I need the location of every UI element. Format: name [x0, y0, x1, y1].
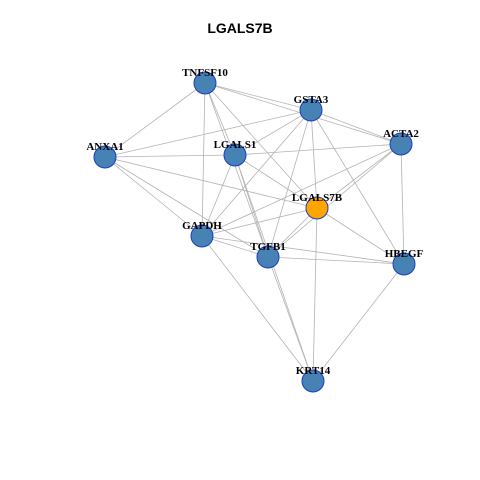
edge-gapdh-tgfb1	[201, 235, 269, 258]
node-tnfsf10: TNFSF10	[182, 67, 228, 95]
edge-tnfsf10-lgals1	[204, 82, 236, 156]
edge-lgals7b-tgfb1	[267, 207, 318, 258]
node-anxa1: ANXA1	[86, 141, 124, 169]
node-label-gapdh: GAPDH	[182, 220, 222, 232]
edge-acta2-hbegf	[400, 143, 405, 265]
edge-tnfsf10-anxa1	[104, 82, 206, 158]
edge-layer	[104, 82, 405, 382]
diagram-title: LGALS7B	[207, 20, 273, 36]
node-gapdh: GAPDH	[182, 220, 222, 248]
node-acta2: ACTA2	[383, 128, 419, 156]
edge-gapdh-krt14	[201, 235, 314, 382]
edge-gsta3-lgals7b	[310, 109, 318, 209]
node-tgfb1: TGFB1	[250, 241, 286, 269]
edge-lgals1-lgals7b	[234, 154, 318, 209]
node-label-anxa1: ANXA1	[86, 141, 123, 153]
edge-acta2-lgals1	[234, 143, 402, 156]
node-circle-tnfsf10	[193, 71, 217, 95]
edge-tnfsf10-gapdh	[201, 82, 206, 237]
node-circle-tgfb1	[256, 245, 280, 269]
node-label-lgals1: LGALS1	[214, 139, 257, 151]
edge-lgals1-krt14	[234, 154, 314, 382]
node-lgals7b: LGALS7B	[292, 192, 343, 220]
node-label-tgfb1: TGFB1	[250, 241, 285, 253]
edge-anxa1-lgals1	[104, 154, 236, 158]
edge-acta2-gapdh	[201, 143, 402, 237]
edge-anxa1-gapdh	[104, 156, 203, 237]
node-circle-lgals7b	[305, 196, 329, 220]
edge-gsta3-acta2	[310, 109, 402, 145]
node-circle-gapdh	[190, 224, 214, 248]
edge-tgfb1-krt14	[267, 256, 314, 382]
node-krt14: KRT14	[296, 365, 331, 393]
edge-tgfb1-hbegf	[267, 256, 405, 265]
edge-lgals7b-gapdh	[201, 207, 318, 237]
node-circle-anxa1	[93, 145, 117, 169]
edge-tnfsf10-gsta3	[204, 82, 312, 111]
node-gsta3: GSTA3	[294, 94, 329, 122]
node-circle-acta2	[389, 132, 413, 156]
node-label-krt14: KRT14	[296, 365, 331, 377]
edge-lgals1-gapdh	[201, 154, 236, 237]
node-hbegf: HBEGF	[385, 248, 424, 276]
edge-anxa1-lgals7b	[104, 156, 318, 209]
node-label-lgals7b: LGALS7B	[292, 192, 343, 204]
edge-gsta3-anxa1	[104, 109, 312, 158]
node-circle-lgals1	[223, 143, 247, 167]
node-label-gsta3: GSTA3	[294, 94, 329, 106]
edge-tnfsf10-tgfb1	[204, 82, 269, 258]
edge-hbegf-krt14	[312, 263, 405, 382]
edge-lgals7b-hbegf	[316, 207, 405, 265]
node-circle-gsta3	[299, 98, 323, 122]
edge-lgals7b-krt14	[312, 207, 318, 382]
node-label-hbegf: HBEGF	[385, 248, 424, 260]
node-circle-krt14	[301, 369, 325, 393]
edge-tnfsf10-lgals7b	[204, 82, 318, 209]
node-label-tnfsf10: TNFSF10	[182, 67, 228, 79]
node-label-acta2: ACTA2	[383, 128, 419, 140]
node-lgals1: LGALS1	[214, 139, 257, 167]
edge-gsta3-lgals1	[234, 109, 312, 156]
edge-anxa1-tgfb1	[104, 156, 269, 258]
node-circle-hbegf	[392, 252, 416, 276]
edge-gsta3-gapdh	[201, 109, 312, 237]
edge-gsta3-hbegf	[310, 109, 405, 265]
edge-gapdh-hbegf	[201, 235, 405, 265]
edge-acta2-lgals7b	[316, 143, 402, 209]
edge-gsta3-tgfb1	[267, 109, 312, 258]
edge-acta2-tgfb1	[267, 143, 402, 258]
